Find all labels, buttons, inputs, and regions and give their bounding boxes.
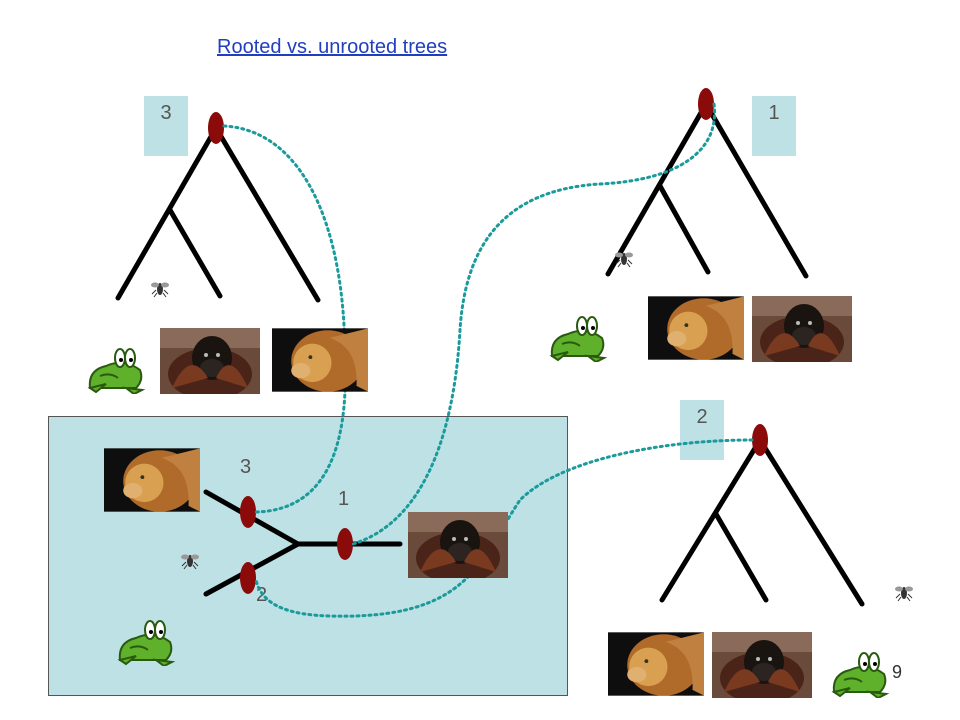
page-number: 9 — [892, 662, 903, 682]
link-root-3 — [222, 124, 347, 514]
unrooted-node-2 — [240, 562, 256, 594]
lion-photo — [272, 328, 368, 392]
tree-a-branch-right — [213, 125, 321, 303]
tree-a-branch-left — [115, 125, 219, 301]
fly-icon — [180, 554, 200, 570]
tree-b-branch-left — [605, 101, 709, 277]
tree-c-label: 2 — [696, 406, 708, 428]
rooted-tree-b — [605, 88, 809, 279]
orangutan-photo — [160, 328, 260, 394]
unrooted-node-1 — [337, 528, 353, 560]
slide-title: Rooted vs. unrooted trees — [217, 36, 448, 58]
frog-icon — [832, 652, 887, 698]
lion-photo — [608, 632, 704, 696]
unrooted-tree — [203, 489, 403, 597]
tree-c-label-box: 2 — [680, 400, 724, 460]
link-root-1 — [351, 102, 717, 546]
orangutan-photo — [712, 632, 812, 698]
frog-icon — [118, 620, 173, 666]
unrooted-label-3: 3 — [240, 456, 252, 478]
tree-c-branch-inner — [713, 511, 769, 603]
link-root-2 — [254, 438, 754, 618]
orangutan-photo — [752, 296, 852, 362]
orangutan-photo — [408, 512, 508, 578]
tree-b-branch-inner — [657, 183, 711, 275]
frog-icon — [88, 348, 143, 394]
tree-c-root-node — [752, 424, 768, 456]
unrooted-node-3 — [240, 496, 256, 528]
lion-photo — [104, 448, 200, 512]
rooted-tree-c — [659, 424, 865, 607]
tree-b-label: 1 — [768, 102, 780, 124]
tree-a-root-node — [208, 112, 224, 144]
tree-c-branch-right — [757, 437, 865, 607]
fly-icon — [150, 282, 170, 298]
unrooted-label-1: 1 — [338, 488, 350, 510]
tree-b-label-box: 1 — [752, 96, 796, 156]
fly-icon — [894, 586, 914, 602]
rooted-tree-a — [115, 112, 321, 303]
tree-b-branch-right — [703, 101, 809, 279]
tree-c-branch-left — [659, 437, 763, 603]
tree-b-root-node — [698, 88, 714, 120]
tree-a-label: 3 — [160, 102, 172, 124]
tree-a-label-box: 3 — [144, 96, 188, 156]
frog-icon — [550, 316, 605, 362]
lion-photo — [648, 296, 744, 360]
tree-a-branch-inner — [167, 207, 223, 299]
